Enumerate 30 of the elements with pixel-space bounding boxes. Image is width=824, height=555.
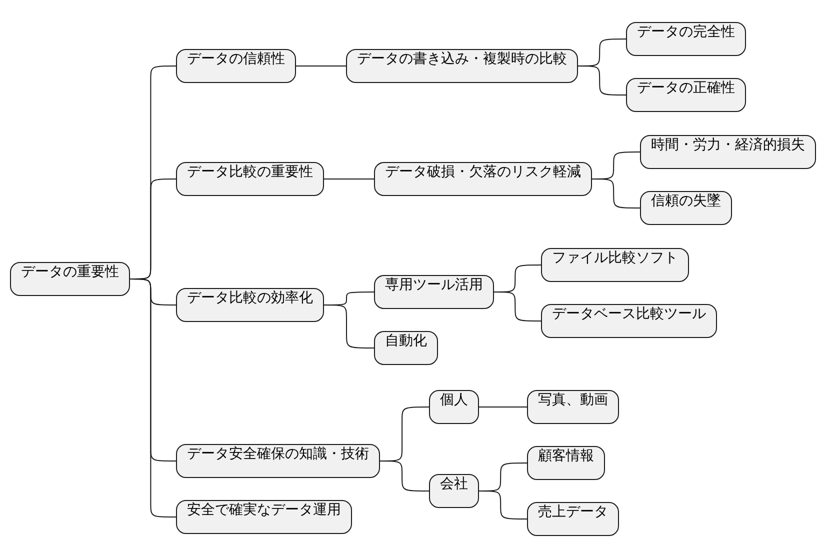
topic-box: 信頼の失墜 (640, 191, 732, 225)
connector-line (478, 406, 528, 408)
connector-line (478, 490, 528, 520)
topic-box: データ比較の重要性 (176, 162, 324, 196)
topic-box: 時間・労力・経済的損失 (640, 135, 816, 169)
connector-line (494, 292, 542, 322)
topic-box: データの重要性 (10, 262, 130, 296)
topic-box: データ安全確保の知識・技術 (176, 444, 380, 478)
topic-box: 売上データ (527, 502, 619, 536)
connector-line (324, 304, 374, 348)
topic-box: 安全で確実なデータ運用 (176, 500, 352, 534)
topic-box: 個人 (429, 390, 479, 424)
topic-box: ファイル比較ソフト (541, 248, 689, 282)
topic-box: データの正確性 (626, 78, 746, 112)
topic-box: 自動化 (374, 331, 438, 365)
topic-box: データ比較の効率化 (176, 288, 324, 322)
topic-box: 専用ツール活用 (374, 275, 494, 309)
topic-box: 顧客情報 (527, 446, 605, 480)
connector-line (380, 460, 430, 492)
topic-box: データの信頼性 (176, 49, 296, 83)
topic-box: 会社 (429, 474, 479, 508)
topic-box: データ破損・欠落のリスク軽減 (374, 162, 592, 196)
topic-box: データの完全性 (626, 22, 746, 56)
topic-box: データベース比較ツール (541, 304, 717, 338)
connector-line (592, 178, 640, 208)
topic-box: データの書き込み・複製時の比較 (346, 49, 578, 83)
connector-line (130, 278, 176, 518)
connector-line (324, 178, 374, 180)
topic-box: 写真、動画 (527, 390, 619, 424)
connector-line (578, 66, 626, 96)
